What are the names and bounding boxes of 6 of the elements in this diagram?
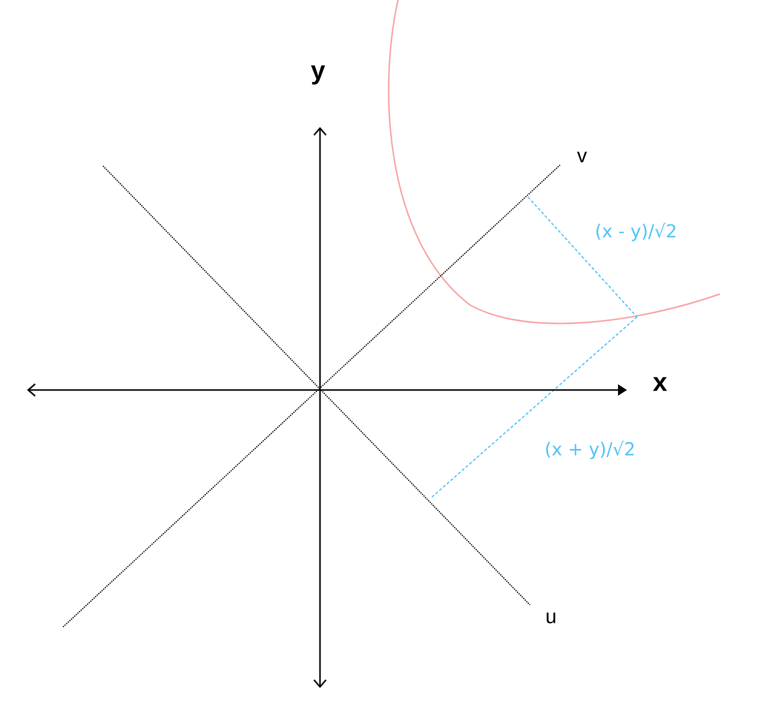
axis-label: x (652, 377, 668, 391)
projection-label: (x - y)/√2 (596, 222, 676, 242)
axis-label: y (310, 65, 326, 85)
axis-label: v (577, 152, 587, 162)
axis-label: u (546, 612, 556, 624)
projection-label: (x + y)/√2 (546, 440, 634, 460)
